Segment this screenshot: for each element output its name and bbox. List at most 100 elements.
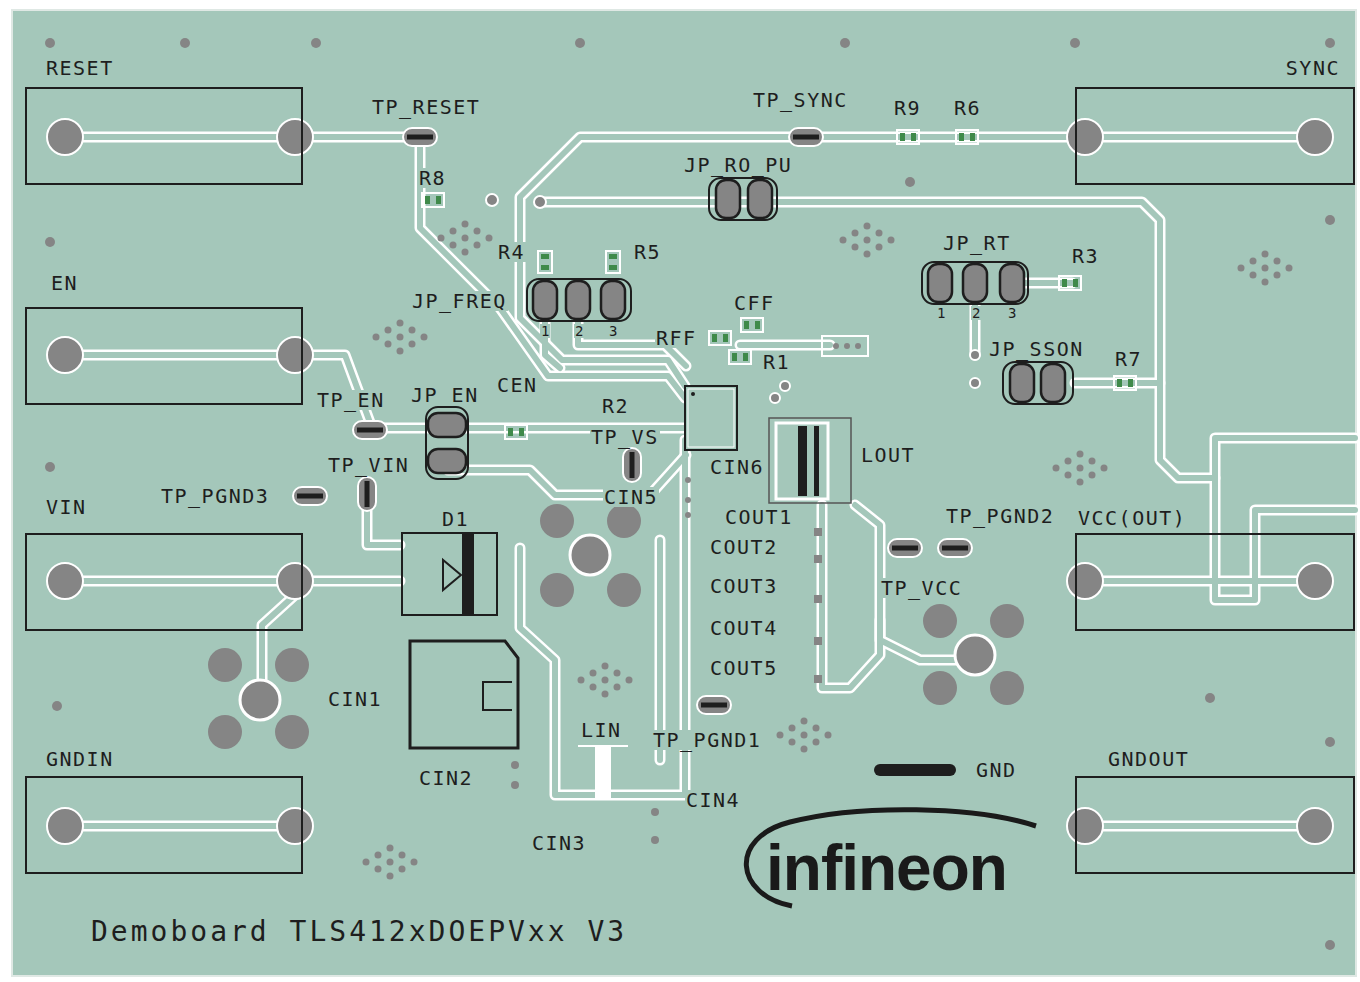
part-label: COUT3 [709,576,779,596]
part-label: TP_PGND1 [652,730,762,750]
part-label: R8 [418,168,447,188]
connector-box: VIN [25,533,303,631]
via [1325,940,1335,950]
part-label: R7 [1114,349,1143,369]
jumper-header [922,262,1028,304]
via [511,781,519,789]
large-via [955,635,995,675]
via [363,845,418,880]
copper-trace [65,137,1355,826]
inductor-footprint [814,426,819,496]
resistor-footprint [1114,376,1136,390]
inductor-footprint [798,426,807,496]
connector-label: SYNC [1285,58,1341,78]
resistor-footprint [505,425,527,439]
via [685,477,691,483]
part-label: D1 [441,509,470,529]
part-label: CEN [496,375,539,395]
via [840,38,850,48]
via [1238,251,1293,286]
via [1325,737,1335,747]
resistor-footprint [709,331,731,345]
large-via [607,573,641,607]
test-point [353,421,387,439]
connector-label: EN [50,273,79,293]
connector-pad [1297,808,1333,844]
resistor-footprint [855,343,861,349]
jumper-header [428,449,466,473]
connector-pad [277,337,313,373]
part-label: TP_EN [316,390,386,410]
capacitor-footprint [814,528,822,536]
test-point [293,128,972,714]
resistor-footprint [422,193,444,207]
test-point [358,477,376,511]
pin-number: 3 [608,324,618,338]
pin-number: 2 [971,306,981,320]
test-point [403,128,437,146]
resistor-footprint [538,251,552,273]
jumper-header [601,281,625,319]
connector-pad [47,119,1333,844]
jumper-header [566,281,590,319]
ic-footprint [685,386,737,450]
part-label: LIN [580,720,623,740]
jumper-header [426,407,468,479]
connector-pad [1297,563,1333,599]
via [685,497,691,503]
via [1053,451,1108,486]
part-label: R6 [953,98,982,118]
part-label: JP_RO_PU [683,155,793,175]
connector-label: RESET [45,58,115,78]
connector-pad [47,119,83,155]
copper-trace [65,137,1355,826]
connector-pad [277,563,313,599]
large-via [240,680,280,720]
part-label: CIN2 [418,768,474,788]
ground-jumper [880,770,950,771]
connector-box: RESET [25,87,303,185]
via [575,38,585,48]
test-point [789,128,823,146]
connector-pad [1067,563,1103,599]
ic-footprint [685,386,737,450]
jumper-header [963,264,987,302]
part-label: CIN4 [685,790,741,810]
diode-footprint [402,533,497,615]
part-label: R4 [497,242,526,262]
resistor-footprint [844,343,850,349]
part-label: CIN3 [531,833,587,853]
board-title: Demoboard TLS412xDOEPVxx V3 [90,918,628,946]
part-label: JP_SSON [988,339,1085,359]
resistor-footprint [956,130,978,144]
connector-box: SYNC [1075,87,1355,185]
connector-box: GNDIN [25,776,303,874]
via [311,38,321,48]
jumper-header [527,279,631,321]
large-via [208,504,1024,749]
part-label: RFF [655,328,698,348]
via [578,663,633,698]
resistor-footprint [970,378,980,388]
diode-footprint [402,533,497,615]
inductor-footprint [776,423,828,499]
via [45,237,55,247]
capacitor-footprint [814,595,822,603]
part-label: JP_FREQ [411,291,508,311]
resistor-footprint [422,130,1136,439]
jumper-header [428,413,466,437]
connector-pad [47,808,83,844]
via [180,38,190,48]
part-label: TP_VS [590,427,660,447]
jumper-header [928,264,952,302]
large-via [923,671,957,705]
via [1205,693,1215,703]
via [905,177,915,187]
connector-pad [47,337,83,373]
part-label: TP_VCC [880,578,963,598]
diode-footprint [462,533,474,615]
copper-trace [65,137,1355,826]
connector-pad [1297,119,1333,155]
resistor-footprint [780,381,790,391]
